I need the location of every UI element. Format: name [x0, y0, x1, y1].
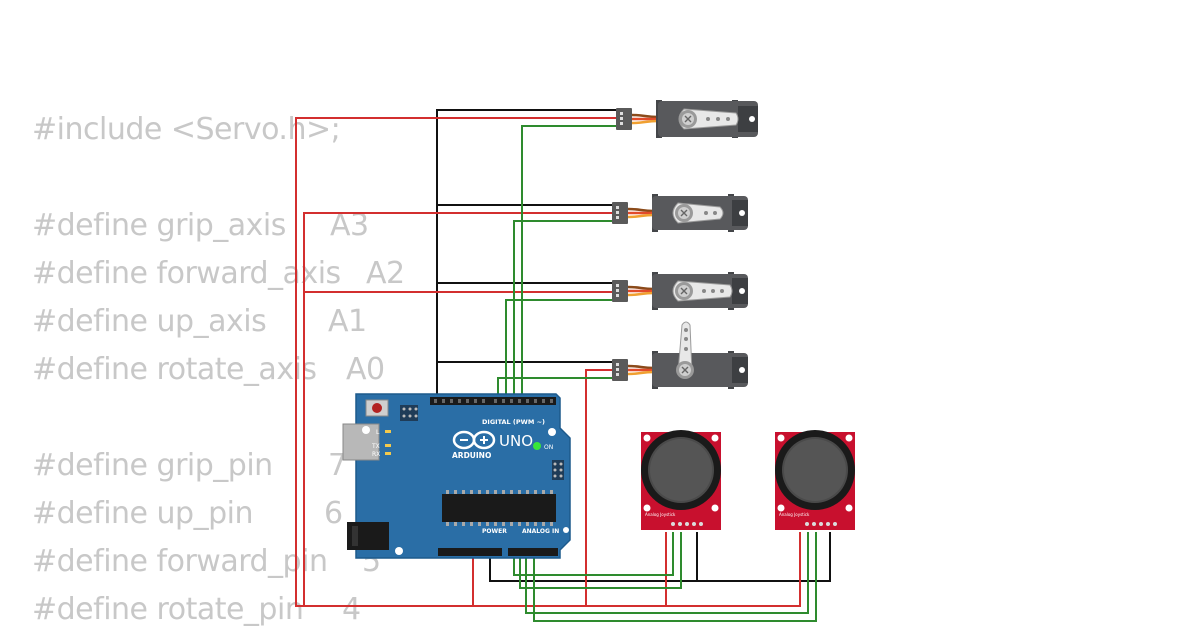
arduino-uno-board: DIGITAL (PWM ~) L TX RX UNO ARDUINO ON	[342, 393, 571, 559]
usb-connector	[342, 423, 380, 461]
wires	[295, 109, 831, 622]
wire-signal-forward	[505, 299, 612, 398]
wire-ground-joy1	[489, 532, 698, 582]
code-define-up-axis: #define up_axis	[32, 304, 267, 339]
code-value-up-axis: A1	[328, 304, 367, 339]
ground-wires	[436, 109, 831, 582]
wire-power-servo2	[303, 212, 612, 606]
power-header	[438, 548, 502, 556]
arduino-logo	[452, 430, 496, 450]
model-label: UNO	[499, 432, 533, 450]
code-define-forward-axis: #define forward_axis	[32, 256, 341, 291]
code-define-up-pin: #define up_pin	[32, 496, 254, 531]
analog-header	[508, 548, 558, 556]
wire-signal-a1	[519, 532, 682, 589]
atmega-chip	[442, 494, 556, 522]
wire-signal-up	[513, 220, 612, 398]
wire-signal-rotate	[497, 377, 612, 398]
tx-led-label: TX	[371, 443, 380, 450]
wire-signal-a0	[513, 532, 674, 576]
servo-1	[614, 94, 758, 144]
code-value-rotate-pin: 4	[342, 592, 361, 627]
analog-label: ANALOG IN	[522, 528, 559, 535]
power-label: POWER	[482, 528, 507, 535]
wire-power-joy2	[666, 532, 801, 607]
joystick-1: Analog Joystick	[641, 430, 721, 530]
code-value-rotate-axis: A0	[346, 352, 385, 387]
code-define-grip-axis: #define grip_axis	[32, 208, 286, 243]
wire-power-servo1	[295, 117, 616, 607]
on-label: ON	[544, 444, 553, 451]
code-define-grip-pin: #define grip_pin	[32, 448, 273, 483]
joystick-2-label: Analog Joystick	[779, 512, 810, 517]
code-value-grip-pin: 7	[328, 448, 347, 483]
rx-led-label: RX	[372, 451, 380, 458]
brand-label: ARDUINO	[452, 451, 491, 460]
wire-signal-a2	[525, 532, 809, 614]
wire-power-servo4	[585, 369, 612, 606]
joystick-1-label: Analog Joystick	[645, 512, 676, 517]
wire-signal-a3	[533, 532, 817, 622]
joystick-2: Analog Joystick	[775, 430, 855, 530]
servo-3	[610, 266, 748, 316]
on-led	[533, 442, 541, 450]
wire-ground-joy2	[697, 532, 831, 582]
digital-header	[430, 397, 556, 405]
code-value-up-pin: 6	[324, 496, 343, 531]
code-define-forward-pin: #define forward_pin	[32, 544, 328, 579]
code-value-forward-axis: A2	[366, 256, 405, 291]
code-define-rotate-pin: #define rotate_pin	[32, 592, 304, 627]
wire-ground-servo1	[436, 109, 616, 398]
power-wires	[295, 117, 801, 607]
digital-label: DIGITAL (PWM ~)	[482, 418, 545, 426]
wire-signal-grip	[521, 125, 616, 398]
code-define-rotate-axis: #define rotate_axis	[32, 352, 317, 387]
servo-4	[610, 321, 748, 395]
l-led-label: L	[376, 429, 380, 436]
signal-wires	[497, 125, 817, 622]
servo-2	[610, 188, 748, 238]
